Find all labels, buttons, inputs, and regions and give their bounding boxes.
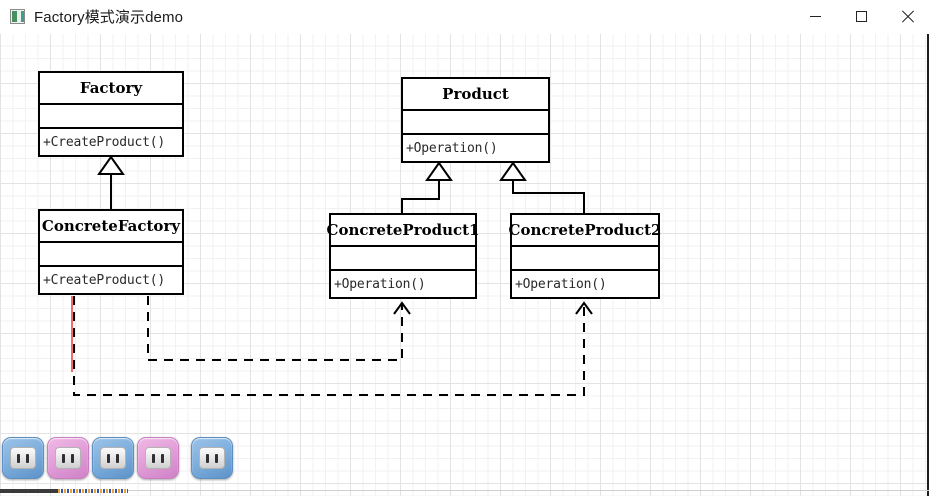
socket-icon-2[interactable] — [47, 437, 89, 479]
diagram-canvas[interactable]: Factory +CreateProduct() ConcreteFactory… — [0, 33, 929, 496]
socket-face-icon — [10, 447, 36, 469]
uml-operation: +Operation() — [334, 276, 426, 292]
socket-face-icon — [199, 447, 225, 469]
scrollbar-thumb[interactable] — [0, 489, 58, 493]
uml-operation: +Operation() — [406, 140, 498, 156]
socket-icon-4[interactable] — [137, 437, 179, 479]
uml-class-name: Factory — [40, 73, 182, 105]
scrollbar-dotted-track — [58, 489, 128, 493]
uml-attributes-compartment — [331, 247, 475, 271]
socket-icon-5[interactable] — [191, 437, 233, 479]
close-button[interactable] — [884, 0, 930, 33]
uml-operation: +CreateProduct() — [43, 272, 166, 288]
title-bar: Factory模式演示demo — [0, 0, 930, 34]
socket-face-icon — [100, 447, 126, 469]
uml-attributes-compartment — [403, 111, 548, 135]
uml-attributes-compartment — [40, 243, 182, 267]
uml-class-product[interactable]: Product +Operation() — [401, 77, 550, 163]
socket-icon-3[interactable] — [92, 437, 134, 479]
relationship-layer — [71, 155, 593, 396]
scrollbar-track[interactable] — [128, 490, 929, 491]
maximize-button[interactable] — [838, 0, 884, 33]
uml-class-factory[interactable]: Factory +CreateProduct() — [38, 71, 184, 157]
socket-icon-1[interactable] — [2, 437, 44, 479]
uml-attributes-compartment — [40, 105, 182, 129]
horizontal-scrollbar[interactable] — [0, 487, 929, 496]
rel-generalization-factory — [97, 155, 125, 209]
rel-generalization-product-1 — [401, 161, 453, 213]
rel-generalization-product-2 — [499, 161, 585, 213]
socket-face-icon — [55, 447, 81, 469]
uml-operation: +CreateProduct() — [43, 134, 166, 150]
palette-icon-row — [0, 33, 927, 496]
uml-class-name: Product — [403, 79, 548, 111]
uml-operation: +Operation() — [515, 276, 607, 292]
uml-class-name: ConcreteProduct2 — [509, 215, 662, 247]
rel-dependency-1 — [147, 296, 411, 361]
window-title: Factory模式演示demo — [34, 9, 184, 26]
uml-class-concrete-product-1[interactable]: ConcreteProduct1 +Operation() — [327, 213, 480, 299]
uml-class-concrete-factory[interactable]: ConcreteFactory +CreateProduct() — [38, 209, 184, 295]
window-controls — [792, 0, 930, 33]
uml-attributes-compartment — [512, 247, 658, 271]
rel-dependency-2 — [73, 296, 593, 396]
uml-class-concrete-product-2[interactable]: ConcreteProduct2 +Operation() — [509, 213, 662, 299]
uml-class-name: ConcreteFactory — [40, 211, 182, 243]
socket-face-icon — [145, 447, 171, 469]
app-window-icon — [10, 9, 25, 24]
uml-class-name: ConcreteProduct1 — [327, 215, 480, 247]
minimize-button[interactable] — [792, 0, 838, 33]
